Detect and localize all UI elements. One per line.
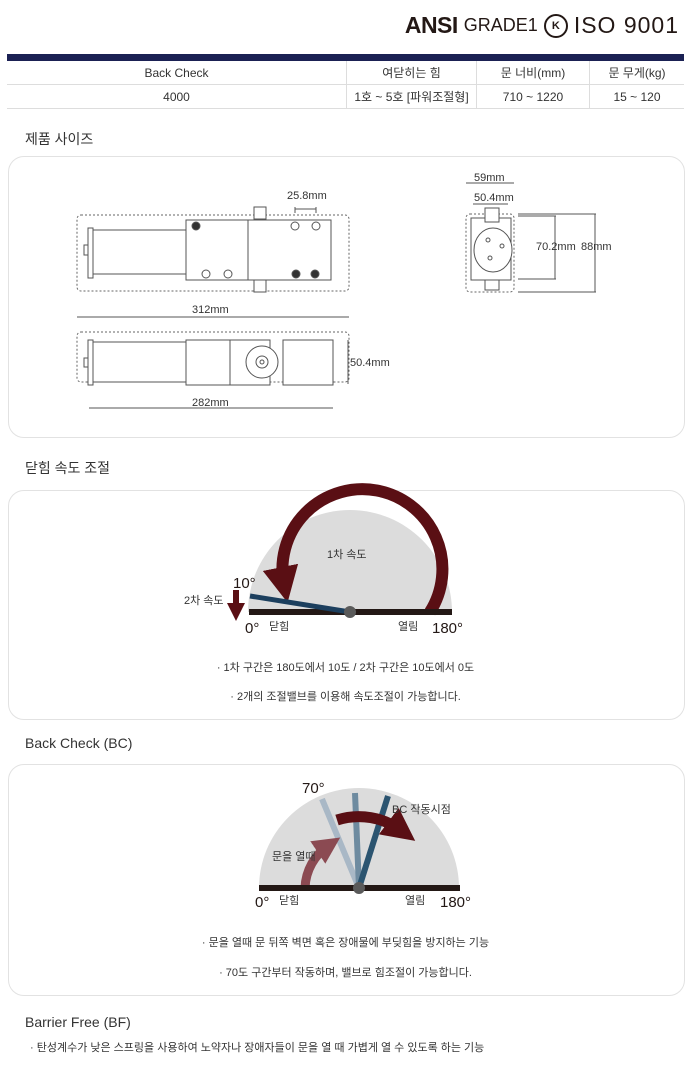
- speed1-arrow: [262, 483, 449, 616]
- closed-label: 닫힘: [269, 620, 289, 633]
- speed1-label: 1차 속도: [327, 548, 367, 561]
- spec-table: Back Check 여닫히는 힘 문 너비(mm) 문 무게(kg) 4000…: [7, 61, 684, 109]
- dim-length-total: 312mm: [192, 304, 229, 316]
- dim-length-body: 282mm: [192, 397, 229, 409]
- pivot-icon: [344, 606, 356, 618]
- product-size-panel: [8, 156, 685, 438]
- open-label: 열림: [398, 620, 418, 633]
- deg10-label: 10°: [233, 575, 256, 592]
- closed-label: 닫힘: [279, 894, 299, 907]
- kc-mark-icon: K: [543, 13, 568, 38]
- back-check-note: · 70도 구간부터 작동하며, 밸브로 힘조절이 가능합니다.: [219, 967, 472, 979]
- dim-height-outer: 88mm: [581, 241, 612, 253]
- bc-arrow: [335, 807, 416, 841]
- table-cell: 15 ~ 120: [589, 84, 684, 109]
- opening-label: 문을 열때: [272, 850, 316, 863]
- deg0-label: 0°: [245, 620, 259, 637]
- dim-height-side: 50.4mm: [350, 357, 390, 369]
- iso-logo: ISO 9001: [573, 12, 679, 38]
- closing-speed-diagram: [227, 483, 452, 621]
- header-cell: 문 너비(mm): [476, 61, 590, 85]
- closer-side-view: [76, 331, 350, 409]
- closing-speed-note: · 1차 구간은 180도에서 10도 / 2차 구간은 10도에서 0도: [216, 662, 475, 674]
- open-label: 열림: [405, 894, 425, 907]
- deg180-label: 180°: [432, 620, 463, 637]
- header-cell: Back Check: [7, 61, 347, 85]
- table-top-bar: [7, 54, 684, 61]
- barrier-free-note: · 탄성계수가 낮은 스프링을 사용하여 노약자나 장애자들이 문을 열 때 가…: [30, 1042, 485, 1054]
- closer-top-view: [76, 206, 350, 318]
- grade-label: GRADE1: [463, 15, 538, 35]
- bc-start-label: BC 작동시점: [392, 803, 451, 816]
- deg70-label: 70°: [302, 780, 325, 797]
- barrier-free-title: Barrier Free (BF): [25, 1014, 131, 1030]
- dim-width-outer: 59mm: [474, 172, 505, 184]
- table-cell: 710 ~ 1220: [476, 84, 590, 109]
- table-cell: 1호 ~ 5호 [파워조절형]: [346, 84, 477, 109]
- table-cell: 4000: [7, 84, 347, 109]
- pivot-icon: [353, 882, 365, 894]
- closer-end-view: [465, 182, 596, 293]
- door-line-mid: [352, 792, 362, 889]
- certification-logos: ANSI GRADE1 K ISO 9001: [405, 12, 679, 39]
- header-cell: 여닫히는 힘: [346, 61, 477, 85]
- back-check-diagram: [259, 788, 460, 894]
- deg180-label: 180°: [440, 894, 471, 911]
- closing-speed-note: · 2개의 조절밸브를 이용해 속도조절이 가능합니다.: [230, 691, 461, 703]
- table-header-row: Back Check 여닫히는 힘 문 너비(mm) 문 무게(kg): [7, 61, 684, 85]
- closing-speed-title: 닫힘 속도 조절: [25, 460, 111, 476]
- product-size-title: 제품 사이즈: [25, 131, 94, 147]
- back-check-panel: [8, 764, 685, 996]
- back-check-title: Back Check (BC): [25, 735, 133, 751]
- dim-pitch: 25.8mm: [287, 190, 327, 202]
- opening-arrow: [300, 837, 341, 889]
- door-line-70: [319, 797, 362, 890]
- ansi-logo: ANSI: [404, 12, 458, 38]
- door-10deg-line: [249, 593, 351, 615]
- dim-width-inner: 50.4mm: [474, 192, 514, 204]
- header-cell: 문 무게(kg): [589, 61, 684, 85]
- back-check-note: · 문을 열때 문 뒤쪽 벽면 혹은 장애물에 부딪힘을 방지하는 기능: [201, 937, 490, 949]
- deg0-label: 0°: [255, 894, 269, 911]
- dim-height-inner: 70.2mm: [536, 241, 576, 253]
- door-swing-area: [248, 510, 452, 612]
- speed2-label: 2차 속도: [184, 594, 224, 607]
- table-row: 4000 1호 ~ 5호 [파워조절형] 710 ~ 1220 15 ~ 120: [7, 84, 684, 109]
